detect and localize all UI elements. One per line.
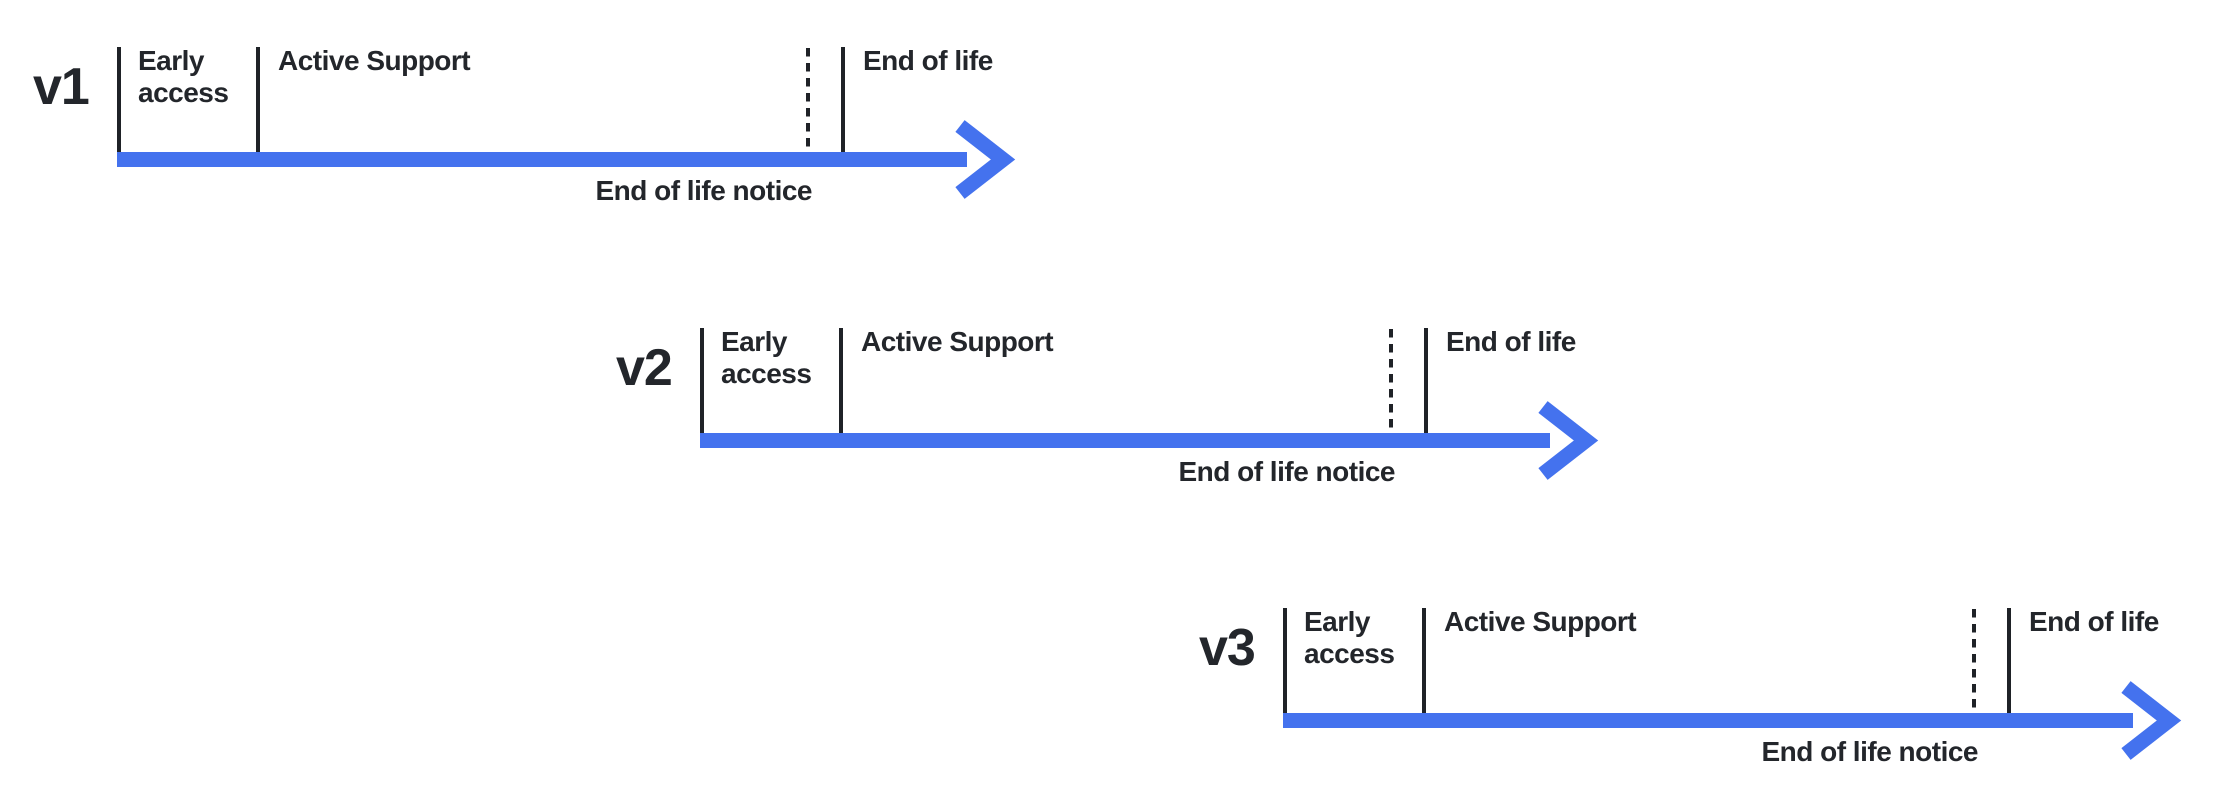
phase-label-early-access: Early access bbox=[721, 326, 812, 389]
phase-label-early-access: Early access bbox=[138, 45, 229, 108]
arrow-head-icon bbox=[955, 120, 1016, 199]
version-label: v1 bbox=[33, 58, 90, 116]
timeline-v1: v1 Early access Active Support End of li… bbox=[19, 45, 1039, 247]
timeline-v2: v2 Early access Active Support End of li… bbox=[602, 326, 1622, 528]
phase-label-end-of-life-notice: End of life notice bbox=[1178, 456, 1395, 487]
phase-label-end-of-life: End of life bbox=[2029, 606, 2159, 637]
phase-label-end-of-life-notice: End of life notice bbox=[1761, 736, 1978, 767]
phase-label-end-of-life-notice: End of life notice bbox=[595, 175, 812, 206]
arrow-head-icon bbox=[1538, 401, 1599, 480]
phase-label-end-of-life: End of life bbox=[863, 45, 993, 76]
version-label: v2 bbox=[616, 339, 673, 397]
version-label: v3 bbox=[1199, 619, 1256, 677]
phase-label-active-support: Active Support bbox=[861, 326, 1054, 357]
arrow-head-icon bbox=[2121, 681, 2182, 760]
phase-label-active-support: Active Support bbox=[1444, 606, 1637, 637]
timeline-v3: v3 Early access Active Support End of li… bbox=[1185, 606, 2205, 808]
phase-label-active-support: Active Support bbox=[278, 45, 471, 76]
phase-label-early-access: Early access bbox=[1304, 606, 1395, 669]
phase-label-end-of-life: End of life bbox=[1446, 326, 1576, 357]
timeline-graphic bbox=[700, 328, 1599, 480]
timeline-graphic bbox=[1283, 608, 2182, 760]
timeline-graphic bbox=[117, 47, 1016, 199]
